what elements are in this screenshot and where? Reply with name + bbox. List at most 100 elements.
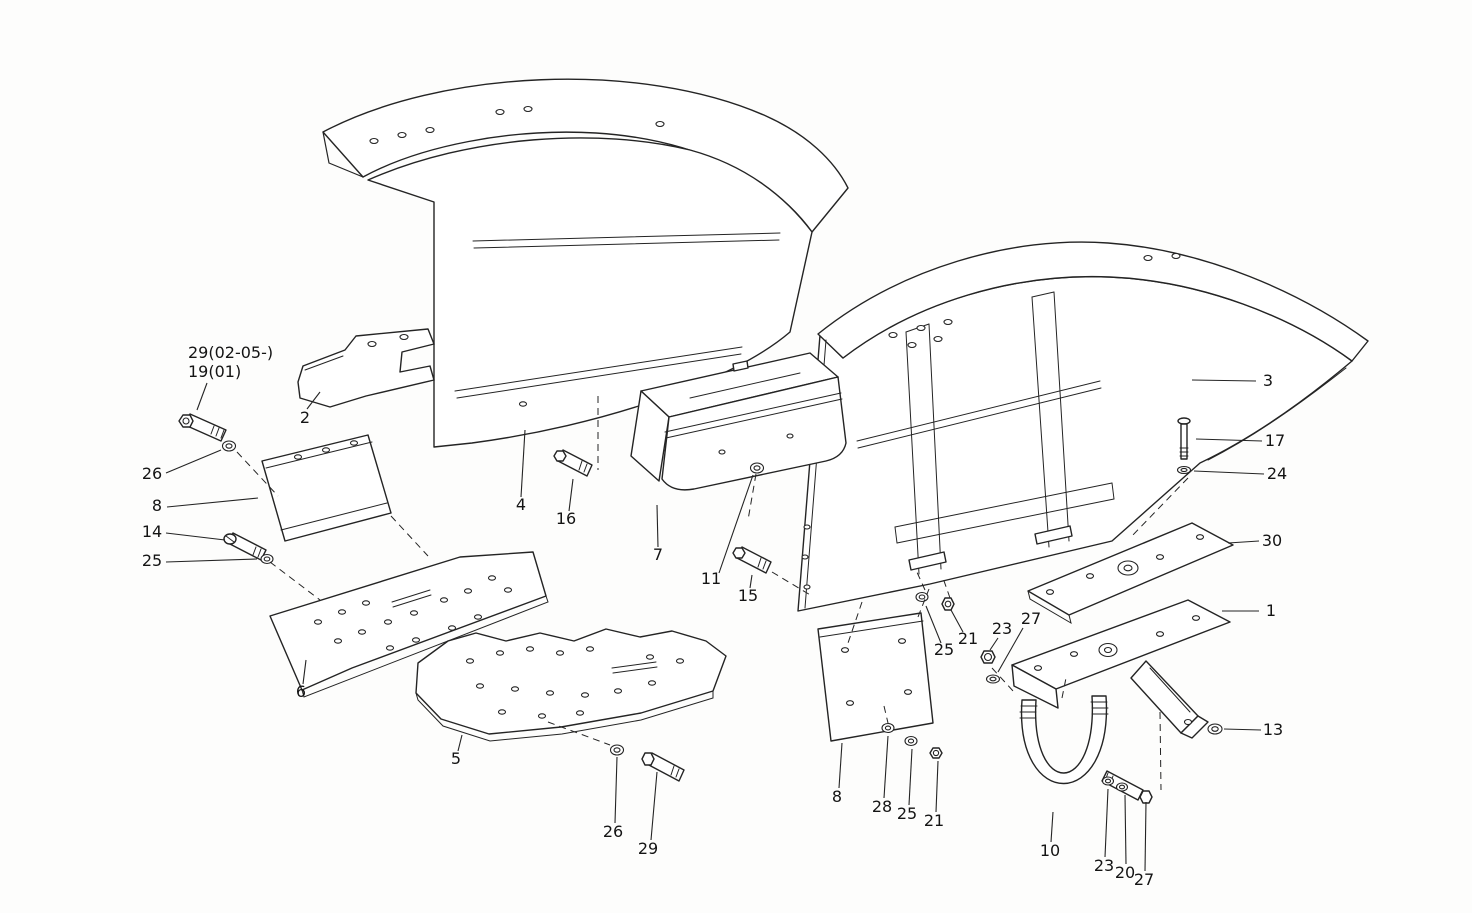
axis-line	[846, 601, 863, 647]
bracket-2-body	[297, 328, 435, 408]
leader-line-24	[1193, 470, 1265, 475]
plate-8-right-body	[817, 612, 934, 742]
washer-25-mid	[915, 591, 929, 603]
leader-line-20	[1124, 794, 1127, 865]
bolt-thread	[675, 768, 680, 778]
washer-23-bottom-right	[1101, 776, 1115, 786]
hole	[503, 587, 513, 593]
plate-5-body	[415, 628, 727, 735]
leader-line-8	[166, 497, 259, 508]
leader-line-21	[950, 609, 964, 633]
part-label-30: 30	[1262, 531, 1282, 550]
leader-line-26	[614, 756, 618, 824]
toolbox-7-latch	[732, 360, 749, 372]
part-label-6: 6	[296, 682, 306, 701]
hole	[1195, 534, 1205, 540]
plate-8-right-flange	[819, 620, 924, 638]
axis-line	[747, 473, 757, 521]
part-label-3: 3	[1263, 371, 1273, 390]
leader-line-19(01)	[196, 382, 208, 411]
axis-line	[915, 569, 926, 591]
leader-line-3	[1191, 379, 1257, 382]
washer-24	[1176, 465, 1192, 475]
leader-line-30	[1227, 540, 1260, 544]
part-label-25: 25	[897, 804, 917, 823]
leader-line-13	[1223, 728, 1262, 731]
leader-lines	[165, 379, 1265, 872]
washer-27-mid	[985, 674, 1001, 684]
fender-left-top-band	[322, 78, 849, 233]
hole	[495, 650, 505, 656]
hole	[463, 588, 473, 594]
plate-8-right	[817, 612, 934, 742]
hole	[647, 680, 657, 686]
hole	[555, 650, 565, 656]
bolt-head	[553, 450, 567, 462]
fender-right-stay-rear	[1053, 291, 1070, 542]
bolt-thread	[215, 427, 220, 437]
hole	[367, 340, 377, 348]
part-label-24: 24	[1267, 464, 1287, 483]
plate-6-thickness	[301, 595, 549, 698]
bolt-29-bot	[641, 752, 685, 782]
bolt-thread	[252, 546, 257, 556]
hole	[409, 610, 419, 616]
hole	[897, 638, 907, 644]
fasteners	[178, 413, 1223, 804]
leader-line-8	[838, 742, 843, 789]
hole	[497, 709, 507, 715]
hole	[1143, 254, 1153, 262]
plate-8-left-bend	[280, 502, 388, 531]
leader-line-25	[908, 748, 913, 806]
hole	[313, 619, 323, 625]
washer-11	[749, 462, 765, 474]
leader-line-2	[306, 391, 321, 410]
bolt-15	[732, 546, 772, 574]
part-label-21: 21	[924, 811, 944, 830]
part-label-2: 2	[300, 408, 310, 427]
bolt-head	[1177, 417, 1191, 425]
axis-line	[942, 577, 951, 599]
plate-6	[269, 551, 549, 698]
fender-left	[322, 78, 849, 448]
hole	[575, 710, 585, 716]
fender-left-crease-upper	[473, 239, 780, 249]
washer-inner	[989, 676, 997, 682]
leader-line-15	[749, 574, 753, 589]
leader-line-23	[1104, 788, 1109, 858]
part-label-15: 15	[738, 586, 758, 605]
part-label-26: 26	[603, 822, 623, 841]
fender-right-base-rail-end	[1111, 482, 1115, 500]
bolt-thread	[670, 765, 675, 776]
fender-right-stay-rear-top	[1031, 291, 1055, 298]
leader-line-25	[925, 605, 942, 644]
hole	[903, 689, 913, 695]
leader-line-16	[568, 478, 574, 512]
hole	[613, 688, 623, 694]
bracket-2-bend-line	[304, 355, 344, 371]
axis-line	[883, 705, 889, 724]
leader-line-27	[1144, 801, 1147, 872]
plate-5-slot	[611, 661, 657, 669]
axis-line	[236, 451, 279, 497]
hole	[447, 625, 457, 631]
bracket-1	[1011, 599, 1231, 739]
leader-line-7	[656, 504, 659, 548]
hole	[337, 609, 347, 615]
washer-inner	[1104, 778, 1112, 784]
bolt-shaft	[1180, 423, 1188, 460]
bolt-thread	[257, 548, 262, 558]
part-label-14: 14	[142, 522, 162, 541]
part-label-10: 10	[1040, 841, 1060, 860]
fender-left-crease-lower	[454, 346, 743, 392]
part-label-1: 1	[1266, 601, 1276, 620]
washer-25-bot	[904, 735, 918, 747]
hole	[801, 554, 809, 560]
hole	[518, 401, 528, 407]
washer-inner	[263, 556, 271, 562]
part-label-25: 25	[934, 640, 954, 659]
hole	[487, 575, 497, 581]
axis-line	[1061, 677, 1067, 699]
part-label-17: 17	[1265, 431, 1285, 450]
nut-bore	[944, 600, 952, 608]
